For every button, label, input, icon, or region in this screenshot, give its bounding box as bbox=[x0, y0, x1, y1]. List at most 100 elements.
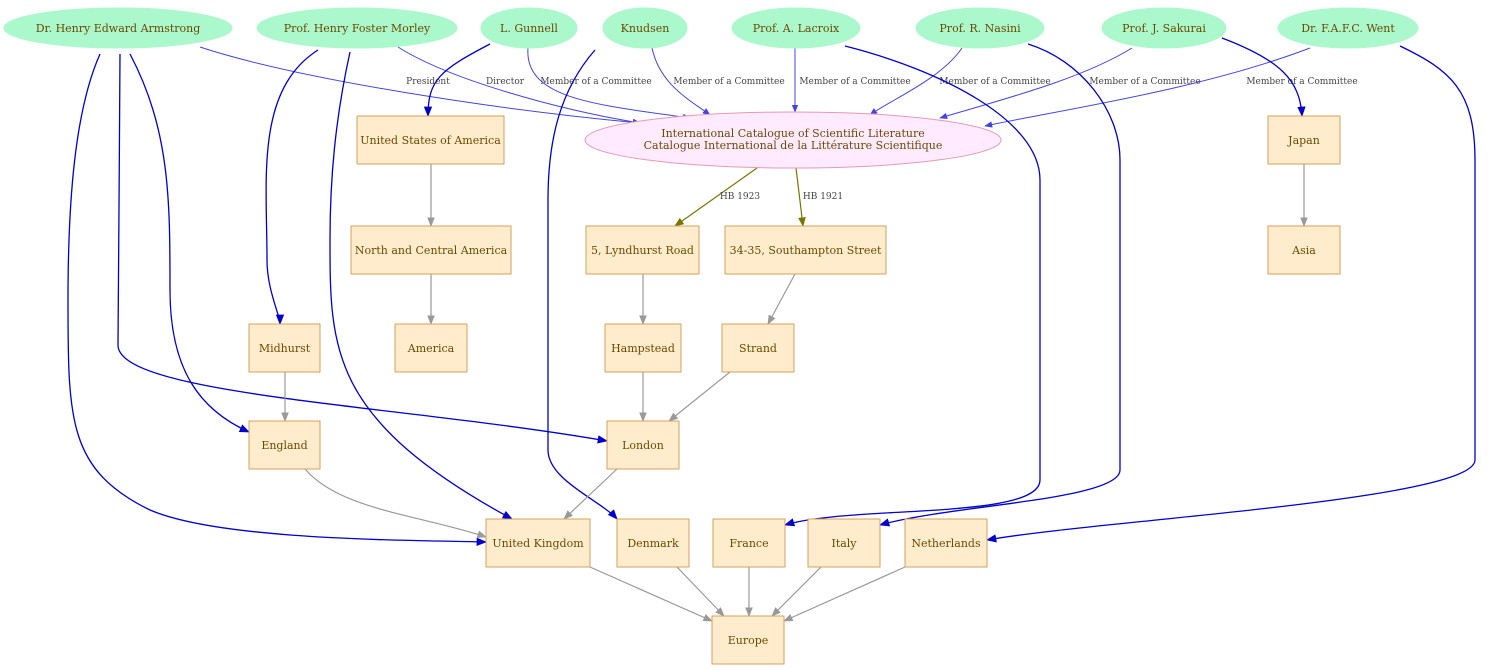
place-label: England bbox=[261, 439, 307, 452]
person-node-went[interactable]: Dr. F.A.F.C. Went bbox=[1277, 7, 1419, 49]
person-label: Knudsen bbox=[621, 22, 670, 35]
edge-label-sakurai-committee: Member of a Committee bbox=[1089, 77, 1200, 87]
edge-armstrong-president bbox=[199, 46, 641, 126]
place-node-lyndhurst[interactable]: 5, Lyndhurst Road bbox=[585, 225, 700, 275]
organization-node-iscl[interactable]: International Catalogue of Scientific Li… bbox=[584, 111, 1002, 169]
person-ellipse bbox=[256, 7, 458, 49]
edge-went-netherlands bbox=[985, 45, 1476, 543]
person-node-gunnell[interactable]: L. Gunnell bbox=[480, 7, 578, 49]
place-label: United Kingdom bbox=[492, 537, 584, 550]
place-node-europe[interactable]: Europe bbox=[711, 615, 785, 665]
person-ellipse bbox=[731, 7, 861, 49]
place-node-denmark[interactable]: Denmark bbox=[616, 518, 690, 568]
person-node-sakurai[interactable]: Prof. J. Sakurai bbox=[1101, 7, 1227, 49]
place-label: London bbox=[622, 439, 664, 452]
place-node-uk[interactable]: United Kingdom bbox=[485, 518, 591, 568]
person-label: Prof. A. Lacroix bbox=[753, 22, 840, 35]
edge-morley-midhurst bbox=[265, 49, 319, 326]
edge-label-armstrong-president: President bbox=[406, 77, 450, 87]
place-label: Europe bbox=[728, 634, 769, 647]
place-node-southampton[interactable]: 34-35, Southampton Street bbox=[724, 225, 887, 275]
edge-denmark-europe bbox=[676, 566, 725, 617]
person-ellipse bbox=[602, 7, 688, 49]
person-node-knudsen[interactable]: Knudsen bbox=[602, 7, 688, 49]
place-node-nca[interactable]: North and Central America bbox=[350, 225, 512, 275]
place-box bbox=[807, 518, 881, 568]
person-ellipse bbox=[1277, 7, 1419, 49]
place-label: North and Central America bbox=[355, 244, 508, 257]
edge-armstrong-uk bbox=[67, 53, 488, 546]
edge-label-morley-director: Director bbox=[486, 77, 525, 87]
edge-armstrong-england bbox=[129, 53, 250, 433]
place-box bbox=[394, 323, 468, 373]
place-node-england[interactable]: England bbox=[248, 420, 321, 470]
place-label: 34-35, Southampton Street bbox=[730, 244, 882, 257]
place-box bbox=[712, 518, 786, 568]
place-node-netherlands[interactable]: Netherlands bbox=[904, 518, 988, 568]
place-node-italy[interactable]: Italy bbox=[807, 518, 881, 568]
place-box bbox=[1267, 115, 1341, 165]
edge-knudsen-denmark bbox=[547, 49, 618, 520]
place-label: Hampstead bbox=[611, 342, 675, 355]
place-node-usa[interactable]: United States of America bbox=[356, 115, 505, 165]
edge-knudsen-committee bbox=[651, 47, 711, 116]
edge-armstrong-london bbox=[117, 53, 609, 444]
place-box bbox=[356, 115, 505, 165]
person-node-nasini[interactable]: Prof. R. Nasini bbox=[915, 7, 1045, 49]
person-label: Prof. J. Sakurai bbox=[1122, 22, 1206, 35]
place-node-asia[interactable]: Asia bbox=[1267, 225, 1341, 275]
place-label: Denmark bbox=[627, 537, 679, 550]
edge-nasini-italy bbox=[878, 43, 1121, 527]
place-box bbox=[350, 225, 512, 275]
edge-gunnell-committee bbox=[527, 47, 691, 121]
place-label: United States of America bbox=[360, 134, 501, 147]
edge-label-knudsen-committee: Member of a Committee bbox=[673, 77, 784, 87]
place-box bbox=[585, 225, 700, 275]
person-label: Dr. F.A.F.C. Went bbox=[1301, 22, 1395, 35]
edge-lacroix-france bbox=[784, 45, 1041, 527]
place-node-midhurst[interactable]: Midhurst bbox=[248, 323, 321, 373]
place-node-hampstead[interactable]: Hampstead bbox=[604, 323, 682, 373]
person-label: Prof. R. Nasini bbox=[939, 22, 1021, 35]
place-box bbox=[604, 323, 682, 373]
edge-label-went-committee: Member of a Committee bbox=[1246, 77, 1357, 87]
person-node-lacroix[interactable]: Prof. A. Lacroix bbox=[731, 7, 861, 49]
edge-southampton-strand bbox=[767, 273, 796, 325]
person-node-morley[interactable]: Prof. Henry Foster Morley bbox=[256, 7, 458, 49]
edge-sakurai-committee bbox=[939, 47, 1133, 119]
place-box bbox=[721, 323, 795, 373]
place-node-japan[interactable]: Japan bbox=[1267, 115, 1341, 165]
edge-netherlands-europe bbox=[783, 566, 906, 622]
edge-label-lacroix-committee: Member of a Committee bbox=[799, 77, 910, 87]
place-node-america[interactable]: America bbox=[394, 323, 468, 373]
person-node-armstrong[interactable]: Dr. Henry Edward Armstrong bbox=[3, 7, 233, 49]
place-node-london[interactable]: London bbox=[606, 420, 680, 470]
place-box bbox=[1267, 225, 1341, 275]
edge-italy-europe bbox=[771, 566, 822, 617]
person-label: Prof. Henry Foster Morley bbox=[284, 22, 431, 35]
place-node-strand[interactable]: Strand bbox=[721, 323, 795, 373]
person-ellipse bbox=[480, 7, 578, 49]
place-label: Strand bbox=[739, 342, 777, 355]
place-label: Midhurst bbox=[259, 342, 311, 355]
nodes: Dr. Henry Edward Armstrong Prof. Henry Fo… bbox=[3, 7, 1419, 665]
organization-ellipse bbox=[584, 111, 1002, 169]
edges: President Director Member of a Committee Me… bbox=[67, 37, 1476, 622]
person-ellipse bbox=[3, 7, 233, 49]
place-label: Asia bbox=[1291, 244, 1316, 257]
place-label: America bbox=[407, 342, 455, 355]
edge-gunnell-usa bbox=[423, 43, 491, 118]
edge-london-uk bbox=[563, 468, 618, 520]
edge-uk-europe bbox=[589, 566, 713, 622]
edge-morley-uk bbox=[329, 51, 513, 520]
place-node-france[interactable]: France bbox=[712, 518, 786, 568]
edge-label-nasini-committee: Member of a Committee bbox=[939, 77, 1050, 87]
place-box bbox=[904, 518, 988, 568]
edge-label-iscl-southampton: HB 1921 bbox=[803, 192, 843, 202]
person-label: L. Gunnell bbox=[500, 22, 558, 35]
edge-strand-london bbox=[668, 371, 731, 422]
edge-went-committee bbox=[984, 47, 1311, 128]
place-label: 5, Lyndhurst Road bbox=[591, 244, 694, 257]
place-box bbox=[485, 518, 591, 568]
